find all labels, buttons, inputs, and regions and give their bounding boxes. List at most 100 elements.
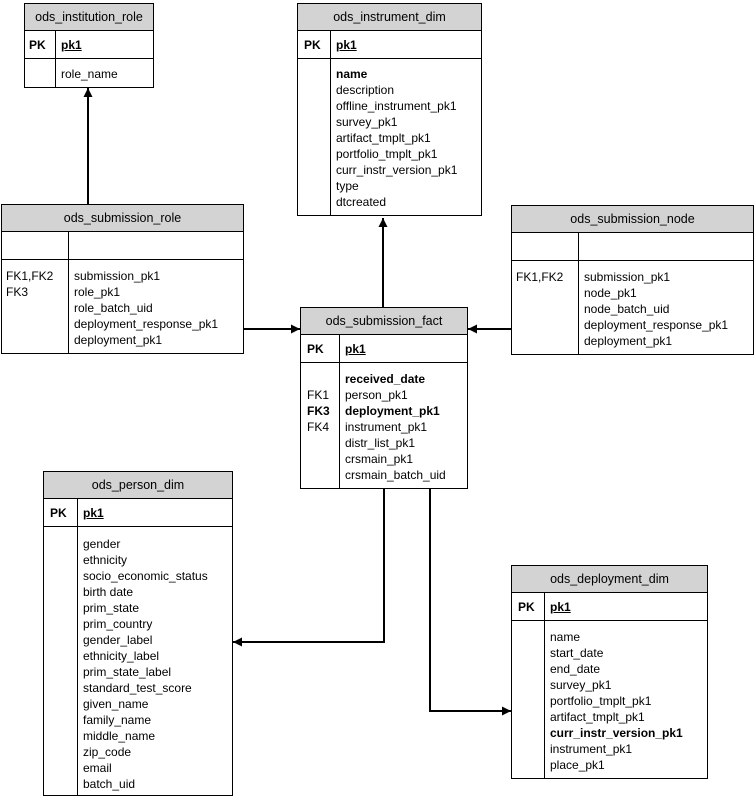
- attribute-list: role_name: [61, 66, 118, 82]
- attribute: prim_state: [83, 601, 140, 615]
- pk-field: pk1: [345, 342, 366, 356]
- attribute: deployment_pk1: [345, 404, 440, 418]
- key-label: FK4: [307, 420, 330, 434]
- attribute: artifact_tmplt_pk1: [550, 710, 645, 724]
- pk-label: PK: [50, 506, 67, 520]
- attribute: standard_test_score: [83, 681, 192, 695]
- attribute: prim_country: [83, 617, 153, 631]
- attribute: submission_pk1: [584, 270, 671, 284]
- attribute: curr_instr_version_pk1: [550, 726, 683, 740]
- attribute: curr_instr_version_pk1: [336, 163, 458, 177]
- column-divider: [77, 498, 78, 795]
- entity-title: ods_institution_role: [25, 4, 153, 31]
- column-divider: [544, 592, 545, 778]
- key-list: FK1,FK2: [516, 269, 563, 285]
- attribute: survey_pk1: [550, 678, 612, 692]
- attribute: type: [336, 179, 359, 193]
- attribute: ethnicity_label: [83, 649, 160, 663]
- entity-institution-role[interactable]: ods_institution_role PK pk1 role_name: [24, 3, 154, 88]
- attribute: deployment_pk1: [584, 334, 673, 348]
- primary-key-row: [25, 30, 153, 59]
- attribute-list: name description offline_instrument_pk1 …: [336, 66, 457, 210]
- attribute-list: submission_pk1 node_pk1 node_batch_uid d…: [584, 269, 728, 349]
- key-label: FK1,FK2: [516, 270, 564, 284]
- attribute: offline_instrument_pk1: [336, 99, 457, 113]
- entity-submission-node[interactable]: ods_submission_node FK1,FK2 submission_p…: [511, 205, 754, 355]
- attribute: artifact_tmplt_pk1: [336, 131, 431, 145]
- entity-instrument-dim[interactable]: ods_instrument_dim PK pk1 name descripti…: [297, 3, 482, 216]
- attribute: person_pk1: [345, 388, 408, 402]
- attribute: distr_list_pk1: [345, 436, 416, 450]
- attribute: batch_uid: [83, 777, 136, 791]
- column-divider: [339, 334, 340, 488]
- key-list: FK1,FK2 FK3: [6, 268, 53, 300]
- pk-field: pk1: [550, 600, 571, 614]
- attribute: given_name: [83, 697, 149, 711]
- attribute: node_pk1: [584, 286, 637, 300]
- key-label: [307, 371, 330, 387]
- pk-field: pk1: [336, 38, 357, 52]
- attribute: name: [336, 67, 368, 81]
- primary-key-row: [44, 498, 232, 527]
- connector-submission-fact-to-person-dim: [233, 489, 385, 647]
- entity-title: ods_submission_fact: [301, 308, 467, 335]
- attribute: role_pk1: [74, 285, 121, 299]
- key-label: FK3: [307, 404, 330, 418]
- attribute: socio_economic_status: [83, 569, 208, 583]
- entity-title: ods_submission_role: [2, 205, 243, 232]
- attribute: description: [336, 83, 395, 97]
- pk-field: pk1: [83, 506, 104, 520]
- attribute-list: gender ethnicity socio_economic_status b…: [83, 536, 208, 792]
- attribute: crsmain_pk1: [345, 452, 414, 466]
- attribute: role_name: [61, 67, 118, 81]
- primary-key-row: [301, 334, 467, 363]
- key-list: FK1 FK3 FK4: [307, 371, 330, 435]
- entity-title: ods_instrument_dim: [298, 4, 481, 31]
- pk-field: pk1: [61, 38, 82, 52]
- column-divider: [578, 232, 579, 354]
- attribute: start_date: [550, 646, 604, 660]
- attribute: ethnicity: [83, 553, 128, 567]
- attribute: deployment_pk1: [74, 333, 163, 347]
- pk-label: PK: [304, 38, 321, 52]
- attribute: survey_pk1: [336, 115, 398, 129]
- attribute: end_date: [550, 662, 601, 676]
- entity-title: ods_deployment_dim: [512, 566, 707, 593]
- attribute: portfolio_tmplt_pk1: [336, 147, 438, 161]
- entity-person-dim[interactable]: ods_person_dim PK pk1 gender ethnicity s…: [43, 471, 233, 796]
- entity-title: ods_submission_node: [512, 206, 753, 233]
- attribute: deployment_response_pk1: [584, 318, 729, 332]
- attribute: received_date: [345, 372, 426, 386]
- pk-label: PK: [29, 38, 46, 52]
- attribute-list: submission_pk1 role_pk1 role_batch_uid d…: [74, 268, 218, 348]
- attribute: email: [83, 761, 112, 775]
- primary-key-row: [512, 232, 753, 261]
- attribute: gender: [83, 537, 121, 551]
- primary-key-row: [512, 592, 707, 621]
- attribute: zip_code: [83, 745, 132, 759]
- entity-deployment-dim[interactable]: ods_deployment_dim PK pk1 name start_dat…: [511, 565, 708, 779]
- attribute: place_pk1: [550, 758, 605, 772]
- entity-submission-fact[interactable]: ods_submission_fact PK pk1 FK1 FK3 FK4 r…: [300, 307, 468, 489]
- attribute: instrument_pk1: [550, 742, 633, 756]
- attribute: dtcreated: [336, 195, 387, 209]
- connector-submission-fact-to-deployment-dim: [429, 489, 511, 716]
- attribute: role_batch_uid: [74, 301, 153, 315]
- attribute: crsmain_batch_uid: [345, 468, 446, 482]
- entity-title: ods_person_dim: [44, 472, 232, 499]
- pk-label: PK: [307, 342, 324, 356]
- attribute: birth date: [83, 585, 134, 599]
- attribute-list: received_date person_pk1 deployment_pk1 …: [345, 371, 446, 483]
- attribute: middle_name: [83, 729, 156, 743]
- attribute: deployment_response_pk1: [74, 317, 219, 331]
- attribute: portfolio_tmplt_pk1: [550, 694, 652, 708]
- column-divider: [55, 30, 56, 87]
- attribute: name: [550, 630, 581, 644]
- key-label: FK3: [6, 285, 29, 299]
- primary-key-row: [298, 30, 481, 59]
- attribute: family_name: [83, 713, 152, 727]
- entity-submission-role[interactable]: ods_submission_role FK1,FK2 FK3 submissi…: [1, 204, 244, 354]
- column-divider: [330, 30, 331, 215]
- attribute: gender_label: [83, 633, 153, 647]
